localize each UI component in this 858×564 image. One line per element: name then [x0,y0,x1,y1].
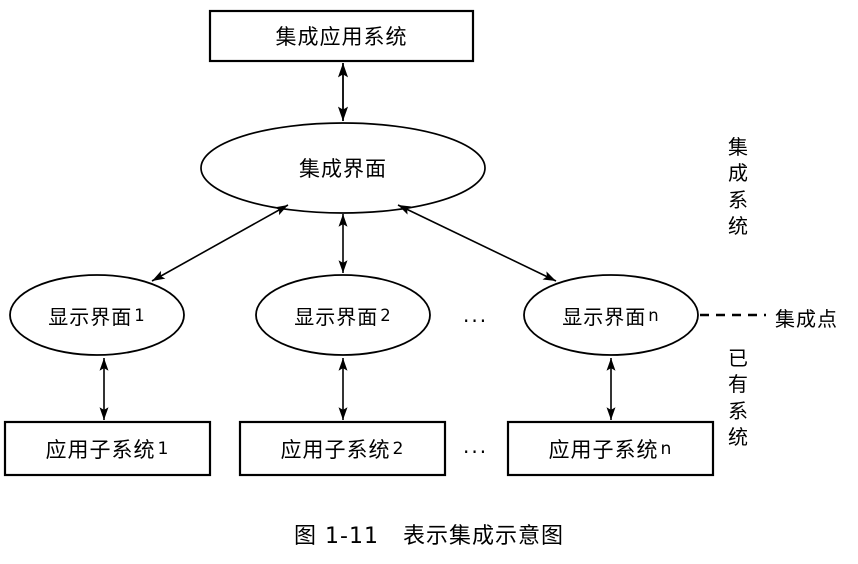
subsystem-box-1-shape [3,420,212,477]
display-ellipse-2-shape [255,274,431,356]
subsystem-box-n-index: n [660,438,673,459]
subsystem-box-n-text: 应用子系统 [548,437,659,462]
display-ellipse-1-index: 1 [134,305,146,325]
display-ellipse-n-text: 显示界面 [562,304,647,329]
integration-ellipse-label: 集成界面 [299,157,387,181]
ellipsis-between-subsystem-boxes: ... [463,434,489,458]
connector-integration-to-display-n [397,204,557,282]
top-box-label: 集成应用系统 [275,25,408,49]
subsystem-box-1-index: 1 [157,438,170,459]
subsystem-box-2-text: 应用子系统 [280,437,391,462]
display-ellipse-1-shape [9,274,185,356]
display-ellipse-2-text: 显示界面 [294,304,379,329]
display-ellipse-n-shape [523,274,699,356]
annotation-integration-system: 集成系统 [728,135,748,239]
subsystem-box-1-text: 应用子系统 [45,437,156,462]
subsystem-box-2-shape [238,420,447,477]
figure-caption-number: 图 1-11 [294,524,379,549]
display-ellipse-n-index: n [648,305,660,325]
top-box-shape [208,9,475,63]
ellipsis-between-display-ellipses: ... [463,303,489,327]
connector-integration-to-display-1 [151,204,289,282]
figure-caption: 图 1-11 表示集成示意图 [0,518,858,550]
figure-caption-title: 表示集成示意图 [402,524,564,549]
display-ellipse-1-text: 显示界面 [48,304,133,329]
annotation-integration-point: 集成点 [775,307,838,331]
display-ellipse-2-index: 2 [380,305,392,325]
annotation-existing-system: 已有系统 [728,346,748,450]
subsystem-box-2-index: 2 [392,438,405,459]
subsystem-box-n-shape [506,420,715,477]
integration-ellipse-shape [200,122,486,214]
